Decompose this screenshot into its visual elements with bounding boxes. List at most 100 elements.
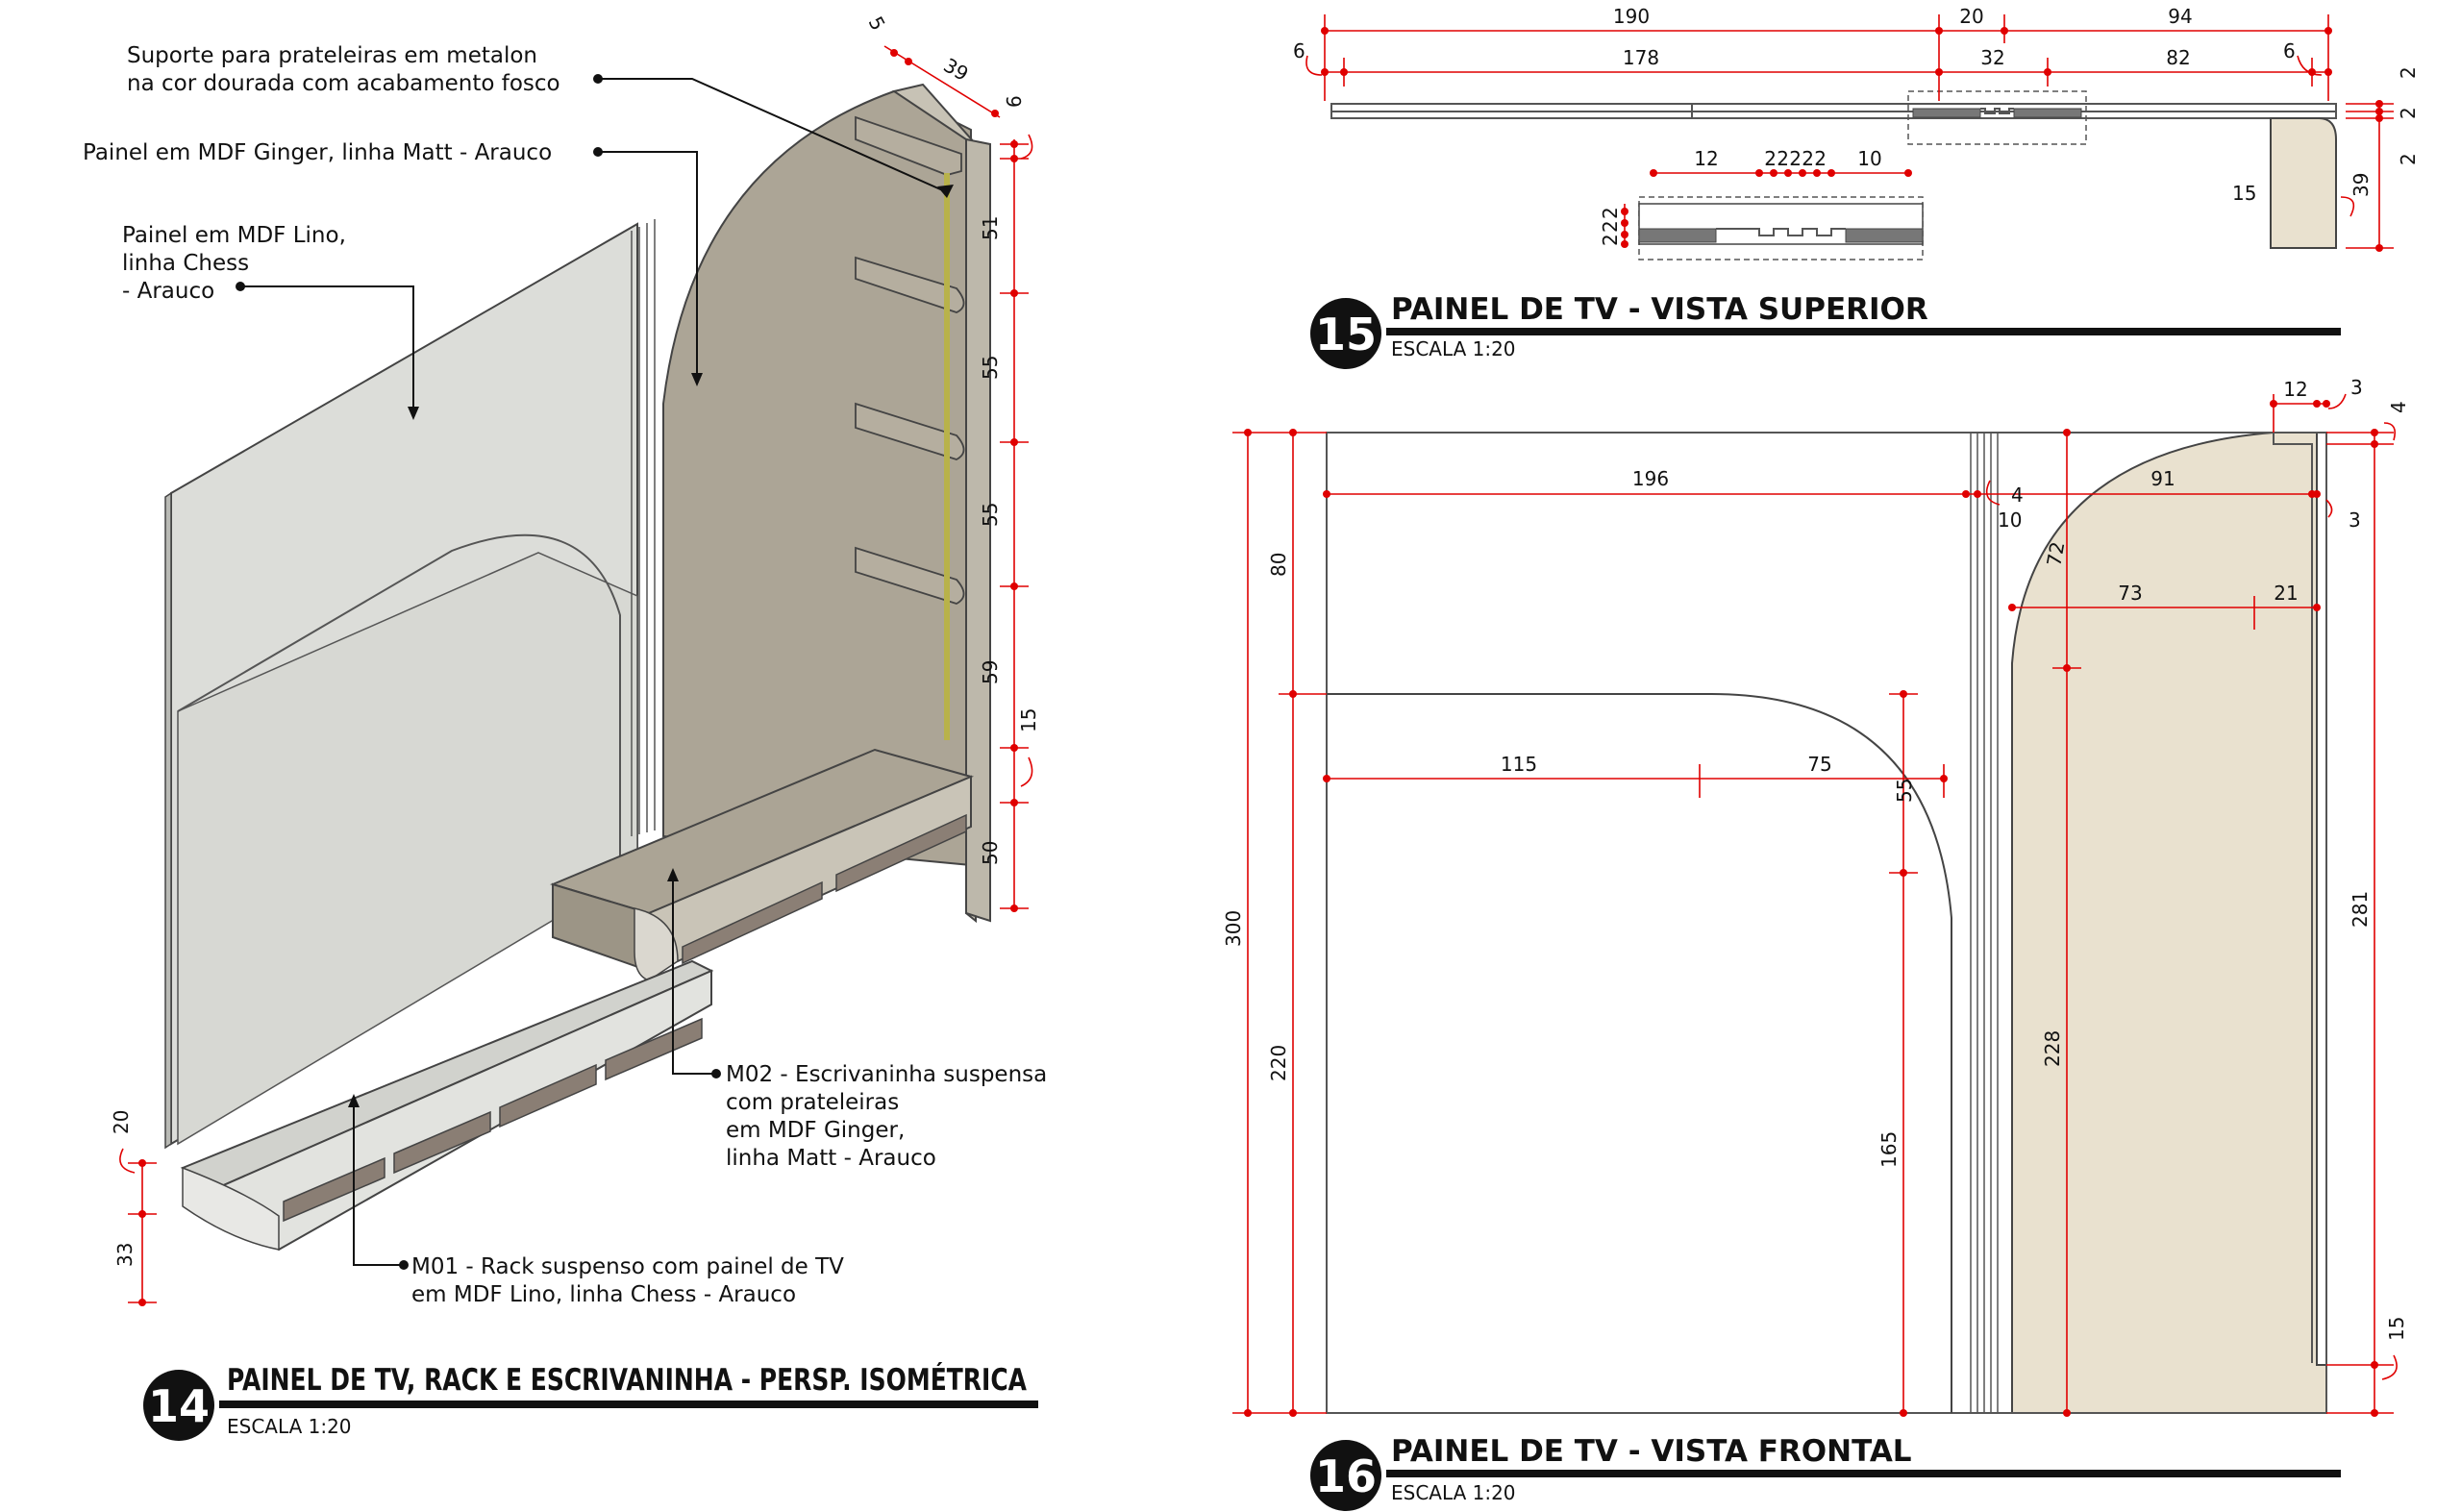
dim14-6: 6 <box>1003 95 1026 108</box>
dim16-55: 55 <box>1893 779 1916 803</box>
dim16-75: 75 <box>1807 753 1831 776</box>
dim15-2c: 2 <box>2397 153 2420 165</box>
view-scale-14: ESCALA 1:20 <box>227 1415 352 1438</box>
view-title-16: PAINEL DE TV - VISTA FRONTAL <box>1391 1434 1912 1469</box>
view-scale-16: ESCALA 1:20 <box>1391 1481 1516 1504</box>
dim16-10: 10 <box>1998 508 2022 532</box>
ginger-end-panel <box>965 137 991 923</box>
view-14-leaders <box>236 74 948 1270</box>
dim16-220: 220 <box>1267 1045 1290 1081</box>
dim15-2i: 2 <box>1599 207 1622 219</box>
view-number-badge-14 <box>143 1370 214 1441</box>
front-ginger-arch-panel <box>2011 432 2327 1414</box>
top-groove-block-left <box>1912 108 1981 118</box>
dim16-115: 115 <box>1501 753 1537 776</box>
rack-rounded-end <box>182 1166 280 1251</box>
note-m01-rack: M01 - Rack suspenso com painel de TV em … <box>411 1254 851 1307</box>
view-number-16: 16 <box>1315 1450 1377 1502</box>
dim15-12: 12 <box>1694 147 1718 170</box>
dim14-5: 5 <box>864 12 890 35</box>
dim16-228: 228 <box>2041 1030 2064 1067</box>
front-lino-arch <box>1327 693 1952 1413</box>
dim16-300: 300 <box>1222 910 1245 947</box>
view-16-front: 12 3 4 196 4 10 91 3 80 72 73 21 115 75 … <box>1222 376 2410 1511</box>
note-lino-panel: Painel em MDF Lino, linha Chess - Arauco <box>122 223 353 304</box>
dim16-196: 196 <box>1632 467 1669 490</box>
dim15-2d: 2 <box>1764 147 1777 170</box>
panel-grooves <box>631 219 656 836</box>
dim15-15: 15 <box>2232 182 2256 205</box>
note-m02-desk: M02 - Escrivaninha suspensa com pratelei… <box>726 1062 1055 1171</box>
lino-arch-edge <box>177 533 621 870</box>
dim14-33: 33 <box>113 1243 137 1267</box>
dim15-6a: 6 <box>1293 39 1305 62</box>
shelves <box>855 115 965 605</box>
dim15-2h: 2 <box>1814 147 1827 170</box>
top-side-block <box>2270 117 2337 249</box>
dim15-6b: 6 <box>2283 39 2296 62</box>
view-scale-15: ESCALA 1:20 <box>1391 337 1516 360</box>
dim16-12: 12 <box>2283 378 2307 401</box>
lino-back-panel-edge <box>164 491 172 1150</box>
dim14-20: 20 <box>110 1110 133 1134</box>
dim16-80: 80 <box>1267 553 1290 577</box>
note-metalon-support: Suporte para prateleiras em metalon na c… <box>127 43 560 96</box>
view-number-14: 14 <box>148 1380 210 1432</box>
dim14-55b: 55 <box>979 503 1002 527</box>
view-14-dimensions <box>119 45 1033 1306</box>
dim16-3b: 3 <box>2349 508 2361 532</box>
dim16-165: 165 <box>1877 1131 1901 1168</box>
desk-drawers <box>682 813 967 965</box>
dim15-178: 178 <box>1623 46 1659 69</box>
dim15-2k: 2 <box>1599 234 1622 246</box>
dim14-51: 51 <box>979 216 1002 240</box>
dim16-72: 72 <box>2042 540 2069 568</box>
dim15-32: 32 <box>1980 46 2004 69</box>
dim16-3a: 3 <box>2350 376 2363 399</box>
title-block-14: 14 PAINEL DE TV, RACK E ESCRIVANINHA - P… <box>143 1363 1038 1441</box>
dim16-281: 281 <box>2349 891 2372 928</box>
view-number-badge-16 <box>1310 1440 1381 1511</box>
dim15-2f: 2 <box>1789 147 1802 170</box>
dim15-39: 39 <box>2349 173 2373 197</box>
view-number-15: 15 <box>1315 309 1377 360</box>
view-14-arrowheads <box>348 185 954 1107</box>
view-title-14: PAINEL DE TV, RACK E ESCRIVANINHA - PERS… <box>227 1363 1027 1398</box>
dim15-190: 190 <box>1613 5 1650 28</box>
dim14-50: 50 <box>979 841 1002 865</box>
dim14-15: 15 <box>1017 708 1040 732</box>
note-ginger-panel: Painel em MDF Ginger, linha Matt - Arauc… <box>83 140 552 165</box>
dim15-82: 82 <box>2166 46 2190 69</box>
dim15-20: 20 <box>1959 5 1983 28</box>
title-block-15: 15 PAINEL DE TV - VISTA SUPERIOR ESCALA … <box>1310 292 2341 369</box>
dim15-2a: 2 <box>2397 66 2420 79</box>
dim14-39: 39 <box>940 54 973 87</box>
dim15-2e: 2 <box>1777 147 1789 170</box>
dim16-4b: 4 <box>2011 483 2024 507</box>
dim14-55a: 55 <box>979 356 1002 380</box>
title-block-16: 16 PAINEL DE TV - VISTA FRONTAL ESCALA 1… <box>1310 1434 2341 1511</box>
dim15-2b: 2 <box>2397 107 2420 119</box>
ginger-arched-panel <box>662 89 972 867</box>
view-15-top: 190 20 94 6 178 32 82 6 2 2 2 12 2 2 2 2… <box>1293 5 2420 369</box>
top-detail-callout <box>1907 90 2087 145</box>
dim15-94: 94 <box>2168 5 2192 28</box>
lino-lower-panel <box>177 552 638 1146</box>
dim16-21: 21 <box>2274 582 2298 605</box>
dim16-91: 91 <box>2150 467 2175 490</box>
top-groove-block-right <box>2013 108 2082 118</box>
view-16-dimensions <box>1232 393 2398 1417</box>
front-grooves <box>1970 433 1999 1413</box>
dim15-2j: 2 <box>1599 220 1622 233</box>
dim14-59: 59 <box>979 660 1002 684</box>
view-title-15: PAINEL DE TV - VISTA SUPERIOR <box>1391 292 1928 327</box>
dim15-2g: 2 <box>1802 147 1814 170</box>
dim16-4a: 4 <box>2387 401 2410 413</box>
dim16-15: 15 <box>2385 1317 2408 1341</box>
dim15-10: 10 <box>1857 147 1881 170</box>
rack-drawers <box>283 1017 703 1223</box>
view-15-dimensions <box>1305 14 2394 252</box>
view-number-badge-15 <box>1310 298 1381 369</box>
front-panel-outline <box>1326 432 2327 1414</box>
